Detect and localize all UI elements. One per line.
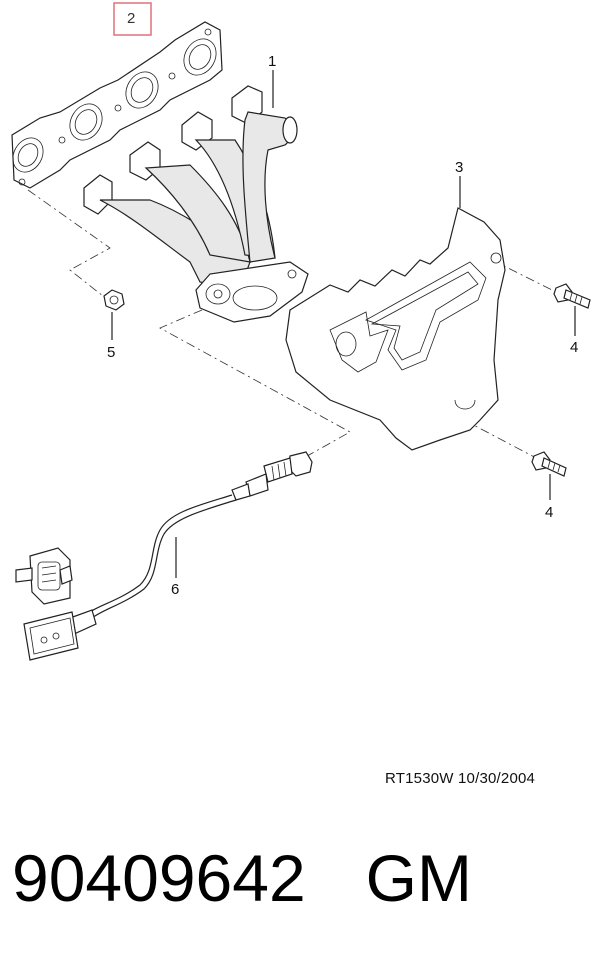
drawing-code: RT1530W 10/30/2004 — [385, 770, 536, 787]
assembly-line-bolt-upper — [491, 259, 561, 295]
nut — [103, 289, 125, 311]
assembly-line-sensor — [159, 309, 351, 461]
callout-3: 3 — [455, 159, 463, 176]
bolt-upper — [553, 283, 591, 309]
callout-5: 5 — [107, 344, 115, 361]
callout-4-lower: 4 — [545, 504, 553, 521]
part-number: 90409642 — [12, 841, 306, 915]
oxygen-sensor — [15, 451, 313, 661]
assembly-line-bolt-lower — [463, 419, 541, 461]
brand-name: GM — [365, 841, 472, 915]
callout-6: 6 — [171, 581, 179, 598]
callout-2: 2 — [127, 10, 135, 27]
callout-4-upper: 4 — [570, 339, 578, 356]
callout-2-highlight — [113, 2, 152, 36]
part-identification: 90409642 GM — [12, 838, 600, 918]
bolt-lower — [531, 451, 567, 477]
manifold-gasket — [11, 21, 223, 189]
heat-shield — [285, 207, 506, 451]
exhaust-manifold — [83, 85, 309, 323]
callout-1: 1 — [268, 53, 276, 70]
